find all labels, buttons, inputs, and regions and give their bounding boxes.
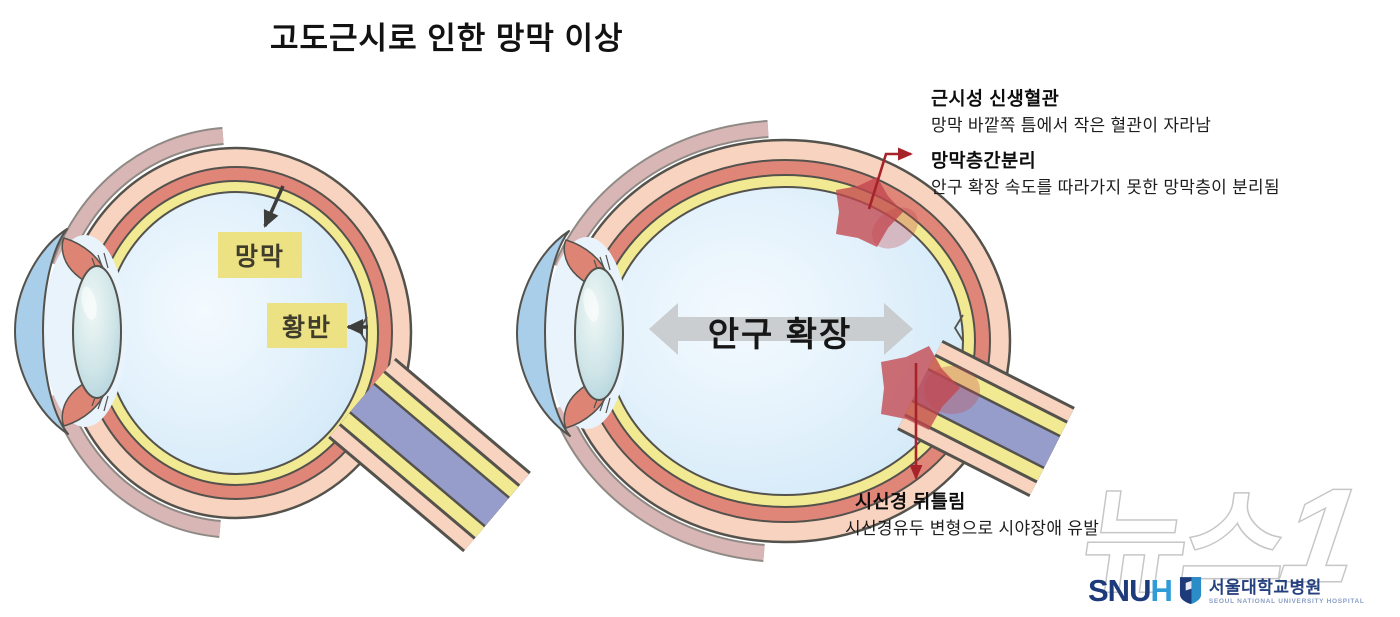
lesion-annotation-arrow-top — [867, 147, 913, 210]
eye-muscle-bands — [551, 120, 769, 562]
cornea-lens-assembly — [516, 230, 630, 437]
cornea-lens-assembly — [14, 228, 128, 435]
retinoschisis-lesion-spot — [836, 177, 918, 249]
annotation-heading: 근시성 신생혈관 — [931, 88, 1060, 109]
snuh-shield-icon — [1179, 577, 1201, 604]
annotation-description: 망막 바깥쪽 틈에서 작은 혈관이 자라남 — [931, 116, 1212, 135]
optic-nerve — [328, 357, 531, 553]
annotation-heading: 망막층간분리 — [931, 150, 1037, 171]
annotation-neovascularization: 근시성 신생혈관 망막 바깥쪽 틈에서 작은 혈관이 자라남 — [931, 87, 1211, 136]
annotation-heading: 시신경 뒤틀림 — [855, 491, 966, 512]
macula-label-box: 황반 — [267, 303, 347, 348]
hospital-name-block: 서울대학교병원 SEOUL NATIONAL UNIVERSITY HOSPIT… — [1209, 579, 1365, 606]
expansion-arrow-label: 안구 확장 — [707, 316, 853, 354]
snuh-acronym: SNUH — [1088, 573, 1173, 608]
retina-label-box: 망막 — [218, 232, 302, 278]
retina-label-arrow — [263, 185, 285, 228]
expansion-double-arrow — [649, 303, 913, 355]
snuh-acronym-main: SNU — [1088, 573, 1151, 608]
annotation-description: 시신경유두 변형으로 시야장애 유발 — [845, 519, 1100, 538]
optic-nerve-lesion-spot — [881, 346, 980, 430]
annotation-description: 안구 확장 속도를 따라가지 못한 망막층이 분리됨 — [931, 178, 1280, 197]
retina-label: 망막 — [234, 243, 285, 271]
macula-label: 황반 — [281, 313, 332, 342]
hospital-name-english: SEOUL NATIONAL UNIVERSITY HOSPITAL — [1208, 597, 1365, 605]
page-title: 고도근시로 인한 망막 이상 — [270, 21, 624, 56]
hospital-name-korean: 서울대학교병원 — [1208, 577, 1322, 597]
annotation-optic-nerve-distortion: 시신경 뒤틀림 시신경유두 변형으로 시야장애 유발 — [845, 490, 1099, 539]
myopic-eye-illustration — [516, 120, 1075, 562]
normal-eye-illustration — [14, 127, 531, 553]
snuh-acronym-accent: H — [1150, 573, 1172, 608]
annotation-retinoschisis: 망막층간분리 안구 확장 속도를 따라가지 못한 망막층이 분리됨 — [931, 149, 1280, 198]
snuh-logo: SNUH 서울대학교병원 SEOUL NATIONAL UNIVERSITY H… — [1088, 573, 1365, 608]
macula-fovea-notch — [953, 314, 964, 342]
